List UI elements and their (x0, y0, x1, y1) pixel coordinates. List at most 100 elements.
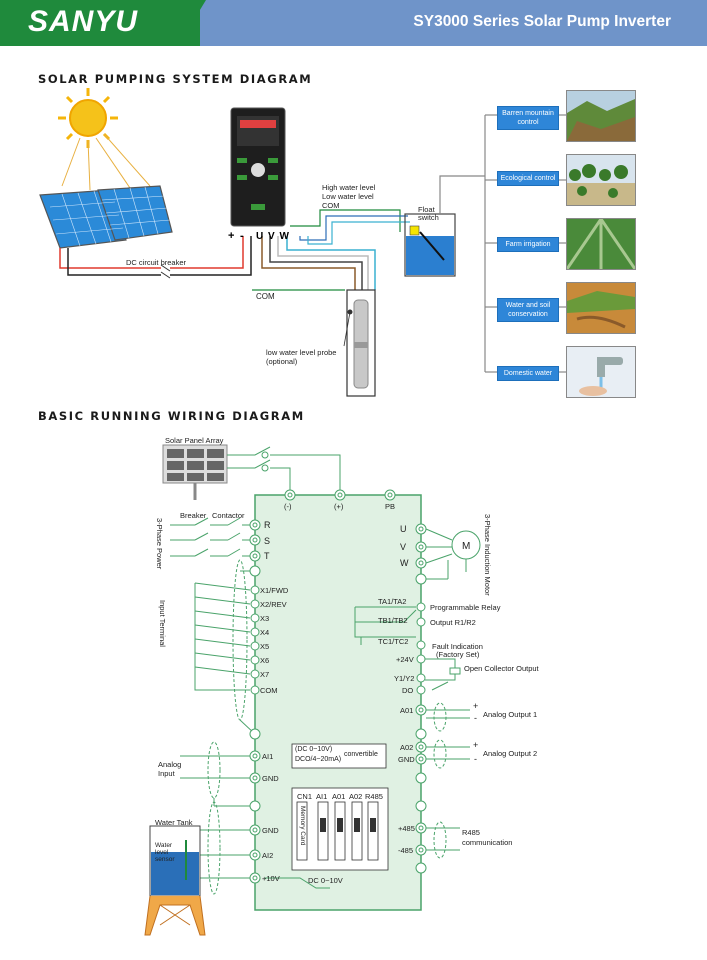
plus24v-label: +24V (396, 655, 414, 664)
s-terminal: S (264, 536, 271, 546)
header-bar-left (0, 0, 200, 46)
w-terminal: W (400, 558, 409, 568)
three-phase-power-label: 3-Phase Power (155, 518, 164, 570)
dc-plus-label: + (228, 230, 235, 242)
analog-input-label: Analog Input (158, 760, 182, 778)
factory-set-label: (Factory Set) (436, 650, 480, 659)
induction-motor-label: 3-Phase Induction Motor (483, 514, 492, 596)
ai1-range-line2: DCO/4~20mA) (295, 756, 342, 763)
com-terminal: COM (260, 686, 278, 695)
soil-photo-icon (566, 282, 636, 334)
ao1-plus: + (473, 701, 479, 711)
gnd-output-label: GND (398, 755, 415, 764)
breaker-label: Breaker (180, 511, 207, 520)
x5-terminal: X5 (260, 642, 270, 651)
x6-terminal: X6 (260, 656, 270, 665)
r-terminal: R (264, 520, 271, 530)
page-title: SY3000 Series Solar Pump Inverter (413, 13, 671, 30)
gnd-terminal-2: GND (262, 826, 279, 835)
output-r1r2-label: Output R1/R2 (430, 618, 476, 627)
svg-text:M: M (462, 541, 470, 552)
ai2-terminal: AI2 (262, 851, 274, 860)
header-bar-right (185, 0, 707, 46)
ao2-minus: - (474, 754, 477, 764)
x3-terminal: X3 (260, 614, 270, 623)
programmable-relay-label: Programmable Relay (430, 603, 501, 612)
x2-terminal: X2/REV (260, 600, 287, 609)
pb-terminal: PB (385, 502, 396, 511)
do-label: DO (402, 686, 414, 695)
contactor-label: Contactor (212, 511, 245, 520)
x7-terminal: X7 (260, 670, 270, 679)
a02-label: A02 (400, 743, 414, 752)
app-soil-conservation: Water and soil conservation (497, 298, 559, 322)
a01-label: A01 (400, 706, 414, 715)
solar-section-title: SOLAR PUMPING SYSTEM DIAGRAM (38, 72, 313, 86)
dc-minus-terminal: (-) (284, 502, 292, 511)
header-slant (178, 0, 206, 46)
analog-output2-label: Analog Output 2 (483, 749, 538, 758)
open-collector-label: Open Collector Output (464, 664, 539, 673)
t-terminal: T (264, 551, 270, 561)
solar-panel-array-label: Solar Panel Array (165, 436, 224, 445)
low-water-label: Low water level (322, 192, 374, 201)
ai1-range-line1: (DC 0~10V) (295, 746, 333, 753)
dc-breaker-label: DC circuit breaker (126, 258, 187, 267)
com-label: COM (256, 292, 275, 301)
high-water-label: High water level (322, 183, 376, 192)
faucet-photo-icon (566, 346, 636, 398)
solar-panel-icon (39, 185, 173, 249)
wiring-section-title: BASIC RUNNING WIRING DIAGRAM (38, 409, 305, 423)
irrigation-photo-icon (566, 218, 636, 270)
jumper-ai1: AI1 (316, 792, 328, 801)
convertible-label: convertible (344, 751, 378, 758)
x4-terminal: X4 (260, 628, 270, 637)
v-terminal: V (400, 542, 407, 552)
tb1-label: TB1/TB2 (378, 616, 408, 625)
well-pump-icon (346, 289, 376, 397)
app-ecological: Ecological control (497, 171, 559, 186)
input-terminal-label: Input Terminal (158, 600, 167, 647)
mountain-photo-icon (566, 90, 636, 142)
water-level-sensor-label: Water level sensor (155, 842, 175, 863)
y1y2-label: Y1/Y2 (394, 674, 415, 683)
tc1-label: TC1/TC2 (378, 637, 409, 646)
sanyu-logo: SANYU (28, 5, 139, 38)
plus485-label: +485 (398, 824, 415, 833)
r485-label: R485 (462, 828, 480, 837)
x1-terminal: X1/FWD (260, 586, 289, 595)
minus485-label: -485 (398, 846, 414, 855)
solar-array-icon (162, 444, 228, 500)
analog-output1-label: Analog Output 1 (483, 710, 538, 719)
ai1-terminal: AI1 (262, 752, 274, 761)
uvw-label: U V W (256, 231, 290, 242)
plus10v-terminal: +10V (262, 874, 280, 883)
jumper-a02: A02 (349, 792, 363, 801)
communication-label: communication (462, 838, 513, 847)
app-domestic-water: Domestic water (497, 366, 559, 381)
jumper-r485: R485 (365, 792, 383, 801)
inverter-icon (230, 107, 286, 227)
water-tank-icon (144, 825, 206, 936)
jumper-cn1: CN1 (297, 792, 313, 801)
ao2-plus: + (473, 740, 479, 750)
float-tank-icon (404, 213, 456, 277)
gnd-terminal: GND (262, 774, 279, 783)
water-tank-label: Water Tank (155, 818, 193, 827)
dc-0-10v-label: DC 0~10V (308, 876, 343, 885)
jumper-a01: A01 (332, 792, 346, 801)
fault-indication-label: Fault Indication (432, 642, 483, 651)
float-switch-label: Float switch (418, 205, 439, 222)
dc-minus-label: - (240, 230, 244, 242)
ta1-label: TA1/TA2 (378, 597, 407, 606)
ao1-minus: - (474, 713, 477, 723)
u-terminal: U (400, 524, 407, 534)
sun-icon (58, 88, 151, 191)
app-farm-irrigation: Farm irrigation (497, 237, 559, 252)
probe-label: low water level probe (optional) (266, 348, 337, 366)
app-barren-mountain: Barren mountain control (497, 106, 559, 130)
memory-card-label: Memory Card (299, 806, 306, 846)
dc-plus-terminal: (+) (334, 502, 344, 511)
